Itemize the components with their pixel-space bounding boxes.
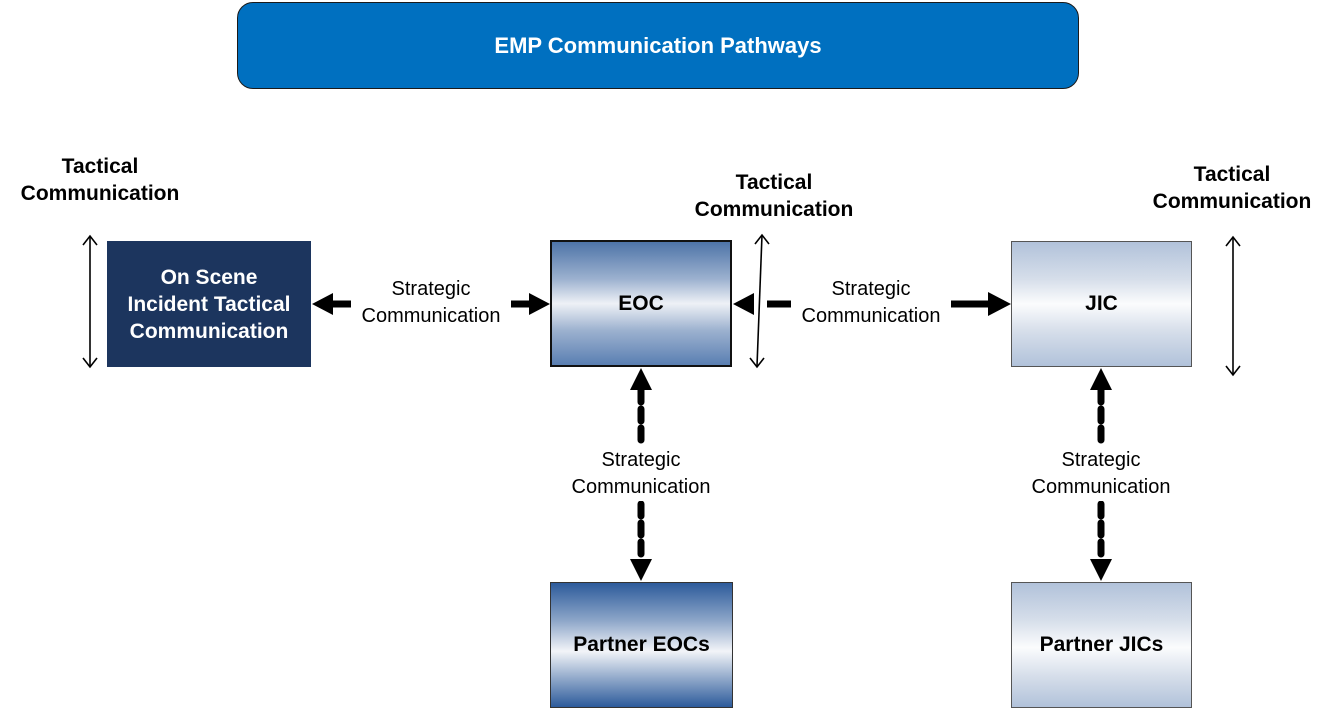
diagram-title: EMP Communication Pathways	[494, 32, 822, 58]
tactical-arrow-left	[82, 234, 98, 369]
edge-label-line: Communication	[571, 476, 711, 498]
strategic-arrow-eoc-partner	[630, 368, 652, 581]
edge-label-line: Strategic	[1061, 449, 1141, 471]
node-partner-jics: Partner JICs	[1011, 582, 1192, 708]
tactical-label-right: Tactical Communication	[1142, 161, 1322, 215]
tactical-label-line: Tactical	[61, 155, 139, 178]
tactical-label-left: Tactical Communication	[10, 153, 190, 207]
title-banner: EMP Communication Pathways	[237, 2, 1079, 89]
strategic-arrow-onscene-eoc	[312, 293, 550, 315]
node-label: Partner JICs	[1039, 633, 1164, 656]
node-label: Communication	[129, 319, 289, 343]
node-jic: JIC	[1011, 241, 1192, 367]
edge-label-line: Communication	[801, 305, 941, 327]
edge-label-onscene-eoc: Strategic Communication	[351, 276, 511, 330]
edge-label-jic-partner: Strategic Communication	[1021, 447, 1181, 501]
node-on-scene: On Scene Incident Tactical Communication	[107, 241, 311, 367]
tactical-label-center: Tactical Communication	[684, 169, 864, 223]
tactical-label-line: Communication	[694, 198, 854, 221]
node-label: JIC	[1085, 292, 1118, 315]
strategic-arrow-jic-partner	[1090, 368, 1112, 581]
edge-label-line: Communication	[361, 305, 501, 327]
node-label: Incident Tactical	[127, 292, 291, 316]
tactical-label-line: Tactical	[735, 171, 813, 194]
edge-label-eoc-partner: Strategic Communication	[561, 447, 721, 501]
tactical-arrow-right	[1225, 235, 1241, 377]
edge-label-line: Strategic	[391, 278, 471, 300]
tactical-label-line: Communication	[20, 182, 180, 205]
node-eoc: EOC	[550, 240, 732, 367]
node-label: Partner EOCs	[573, 633, 710, 656]
edge-label-line: Communication	[1031, 476, 1171, 498]
tactical-label-line: Tactical	[1193, 163, 1271, 186]
edge-label-eoc-jic: Strategic Communication	[791, 276, 951, 330]
strategic-arrow-eoc-jic	[733, 292, 1011, 316]
node-label: On Scene	[160, 265, 258, 289]
edge-label-line: Strategic	[601, 449, 681, 471]
node-label: EOC	[618, 291, 664, 315]
edge-label-line: Strategic	[831, 278, 911, 300]
tactical-label-line: Communication	[1152, 190, 1312, 213]
tactical-arrow-center	[749, 233, 770, 369]
node-partner-eocs: Partner EOCs	[550, 582, 733, 708]
